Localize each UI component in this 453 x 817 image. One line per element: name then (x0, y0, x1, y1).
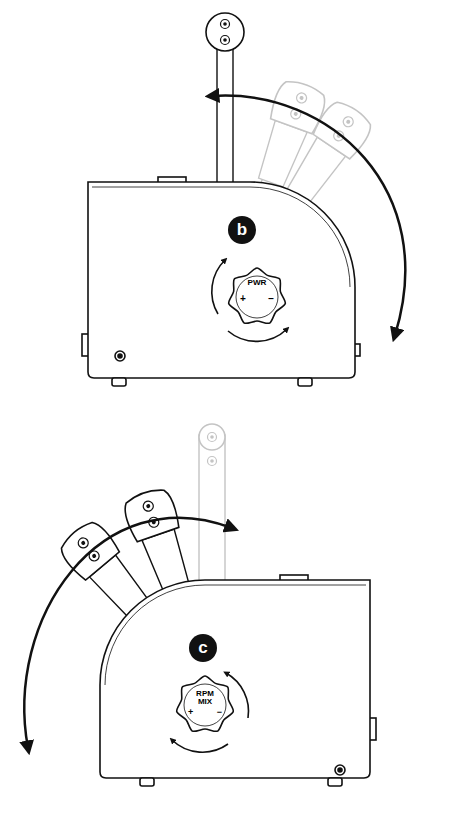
callout-badge: c (189, 634, 217, 662)
callout-letter: c (189, 639, 217, 656)
knob-label: RPM MIX (191, 690, 219, 706)
control-knob: RPM MIX + − (175, 675, 235, 735)
knob-sign: − (217, 708, 222, 717)
travel-arrow (212, 96, 405, 335)
knob-label: PWR (227, 279, 287, 287)
rotation-arrow (228, 329, 287, 341)
rotation-arrow (172, 740, 228, 752)
callout-letter: b (228, 221, 256, 238)
knob-sign: + (240, 294, 246, 304)
housing (82, 177, 360, 386)
housing (100, 575, 376, 786)
control-knob: PWR + − (227, 267, 287, 327)
callout-badge: b (228, 216, 256, 244)
knob-sign: − (268, 294, 274, 304)
knob-outline (227, 267, 287, 327)
rotation-arrow (212, 260, 225, 314)
knob-sign: + (188, 708, 193, 717)
